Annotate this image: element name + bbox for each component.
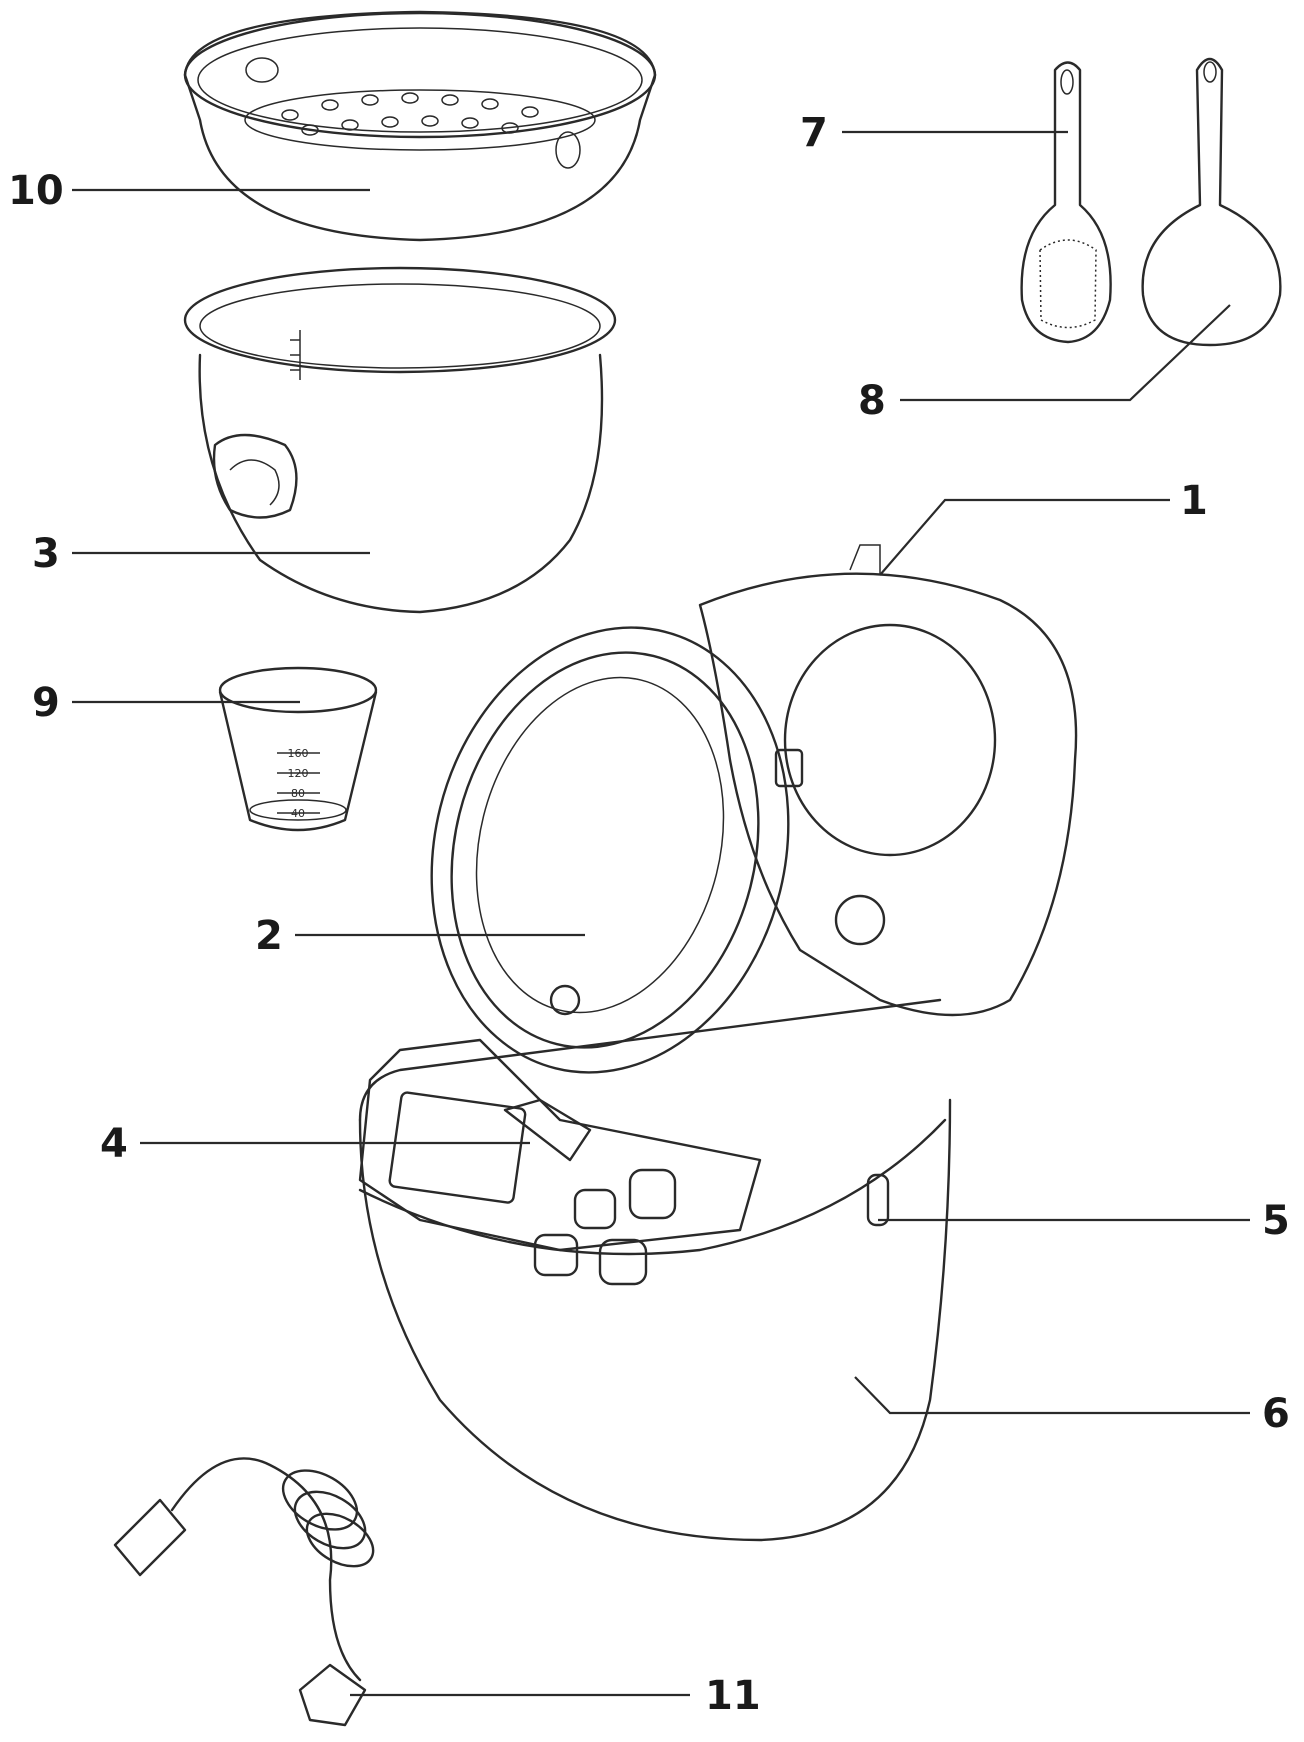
leader-6 <box>854 1376 1250 1415</box>
callout-5: 5 <box>1262 1198 1290 1244</box>
callout-2: 2 <box>255 913 283 959</box>
leader-8 <box>900 304 1231 402</box>
measuring-cup: 160 120 80 40 <box>218 666 378 832</box>
callout-7: 7 <box>800 110 828 156</box>
cooker-body <box>358 998 952 1542</box>
rice-paddle <box>1020 61 1112 344</box>
steam-basket <box>183 10 657 242</box>
callout-9: 9 <box>32 680 60 726</box>
callout-3: 3 <box>32 531 60 577</box>
leader-lines <box>72 130 1250 1697</box>
callout-1: 1 <box>1180 478 1208 524</box>
inner-pot <box>183 266 617 614</box>
cup-mark-120: 120 <box>288 767 309 780</box>
side-handle <box>866 1173 890 1227</box>
soup-ladle <box>1141 57 1282 347</box>
callout-4: 4 <box>100 1121 128 1167</box>
cup-mark-40: 40 <box>291 807 305 820</box>
cup-mark-160: 160 <box>288 747 309 760</box>
callout-11: 11 <box>705 1673 761 1719</box>
outer-lid <box>698 544 1078 1017</box>
power-cord <box>113 1457 375 1727</box>
callout-10: 10 <box>8 168 64 214</box>
callout-8: 8 <box>858 378 886 424</box>
callout-6: 6 <box>1262 1391 1290 1437</box>
callout-labels: 10 3 9 7 8 1 2 4 5 6 11 <box>8 110 1290 1719</box>
inner-lid <box>430 626 804 1074</box>
control-panel <box>358 1038 762 1286</box>
cup-mark-80: 80 <box>291 787 305 800</box>
leader-1 <box>879 498 1170 576</box>
